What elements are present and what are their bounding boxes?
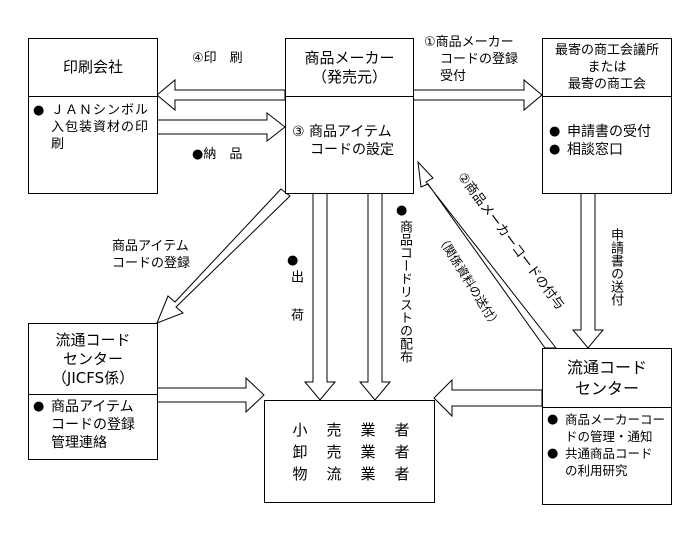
bullet-icon: ● [33, 103, 45, 118]
arrow-registration [412, 78, 543, 112]
code-center-box: 流通コード センター ● 商品メーカーコー ドの管理・通知 ● 共通商品コード … [542, 348, 672, 505]
arrow-code-list [358, 192, 392, 401]
arrow-printing-order [156, 78, 286, 112]
maker-box: 商品メーカー （発売元） ③ 商品アイテム コードの設定 [285, 38, 414, 194]
arrow-jicfs-to-retailers [156, 376, 265, 414]
code-center-item-common-code: ● 共通商品コード の利用研究 [547, 446, 653, 478]
label-delivery: ●納 品 [192, 147, 243, 162]
label-shipping: 出 荷 [288, 270, 303, 327]
jicfs-item: ● 商品アイテム コードの登録 管理連絡 [33, 399, 135, 451]
chamber-item-application: ● 申請書の受付 [549, 124, 651, 140]
arrow-maker-code-grant [417, 160, 558, 349]
retailers-box: 小 売 業 者 卸 売 業 者 物 流 業 者 [264, 400, 435, 503]
printing-item: ● ＪＡＮシンボル入包装資材の印刷 [33, 103, 150, 152]
arrow-center-to-retailers [433, 378, 543, 418]
bullet-icon: ● [549, 124, 561, 139]
maker-item-code-setting: ③ 商品アイテム コードの設定 [292, 124, 394, 158]
arrow-delivery [156, 111, 286, 143]
label-item-code-registration: 商品アイテム コードの登録 [112, 239, 191, 271]
maker-title: 商品メーカー （発売元） [286, 39, 413, 97]
label-printing-step: ④印 刷 [192, 51, 243, 66]
retailers-list: 小 売 業 者 卸 売 業 者 物 流 業 者 [292, 421, 410, 483]
chamber-title: 最寄の商工会議所 または 最寄の商工会 [543, 39, 671, 97]
jicfs-code-center-box: 流通コード センター （JICFS係） ● 商品アイテム コードの登録 管理連絡 [28, 323, 158, 460]
label-shipping-bullet: ● [287, 253, 299, 268]
chamber-item-consultation: ● 相談窓口 [549, 142, 623, 158]
arrow-application-send [571, 192, 605, 349]
label-code-list-bullet: ● [396, 203, 408, 218]
printing-company-box: 印刷会社 ● ＪＡＮシンボル入包装資材の印刷 [28, 38, 158, 194]
arrow-shipping [303, 192, 337, 401]
chamber-of-commerce-box: 最寄の商工会議所 または 最寄の商工会 ● 申請書の受付 ● 相談窓口 [542, 38, 672, 194]
printing-company-title: 印刷会社 [29, 39, 157, 97]
label-application-send: 申請書の送付 [608, 228, 623, 306]
code-center-item-maker-code: ● 商品メーカーコー ドの管理・通知 [547, 412, 666, 444]
arrow-item-code-registration [156, 188, 291, 324]
label-code-list-distribution: 商品コードリストの配布 [397, 220, 412, 363]
code-center-title: 流通コード センター [543, 349, 671, 408]
bullet-icon: ● [549, 142, 561, 157]
bullet-icon: ● [547, 446, 559, 461]
jicfs-title: 流通コード センター （JICFS係） [29, 324, 157, 395]
bullet-icon: ● [547, 412, 559, 427]
bullet-icon: ● [33, 399, 45, 414]
label-registration-step: ①商品メーカー コードの登録 受付 [424, 35, 519, 84]
